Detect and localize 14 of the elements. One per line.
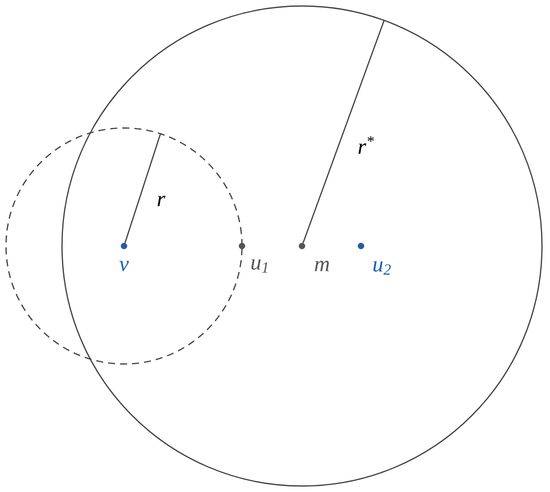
point-label: u$_{2}$	[374, 261, 391, 275]
radius-line	[302, 20, 385, 244]
point	[298, 242, 306, 250]
circle	[61, 5, 543, 487]
circle	[5, 127, 243, 365]
edge-label: r$^{*}$	[358, 136, 374, 154]
point	[238, 242, 246, 250]
edge-label: r	[158, 196, 166, 206]
point-label: v	[119, 260, 129, 272]
point-label: u$_{1}$	[252, 259, 268, 273]
radius-line	[124, 133, 162, 244]
point	[120, 242, 128, 250]
point-label: m	[314, 260, 330, 272]
point	[358, 242, 364, 250]
